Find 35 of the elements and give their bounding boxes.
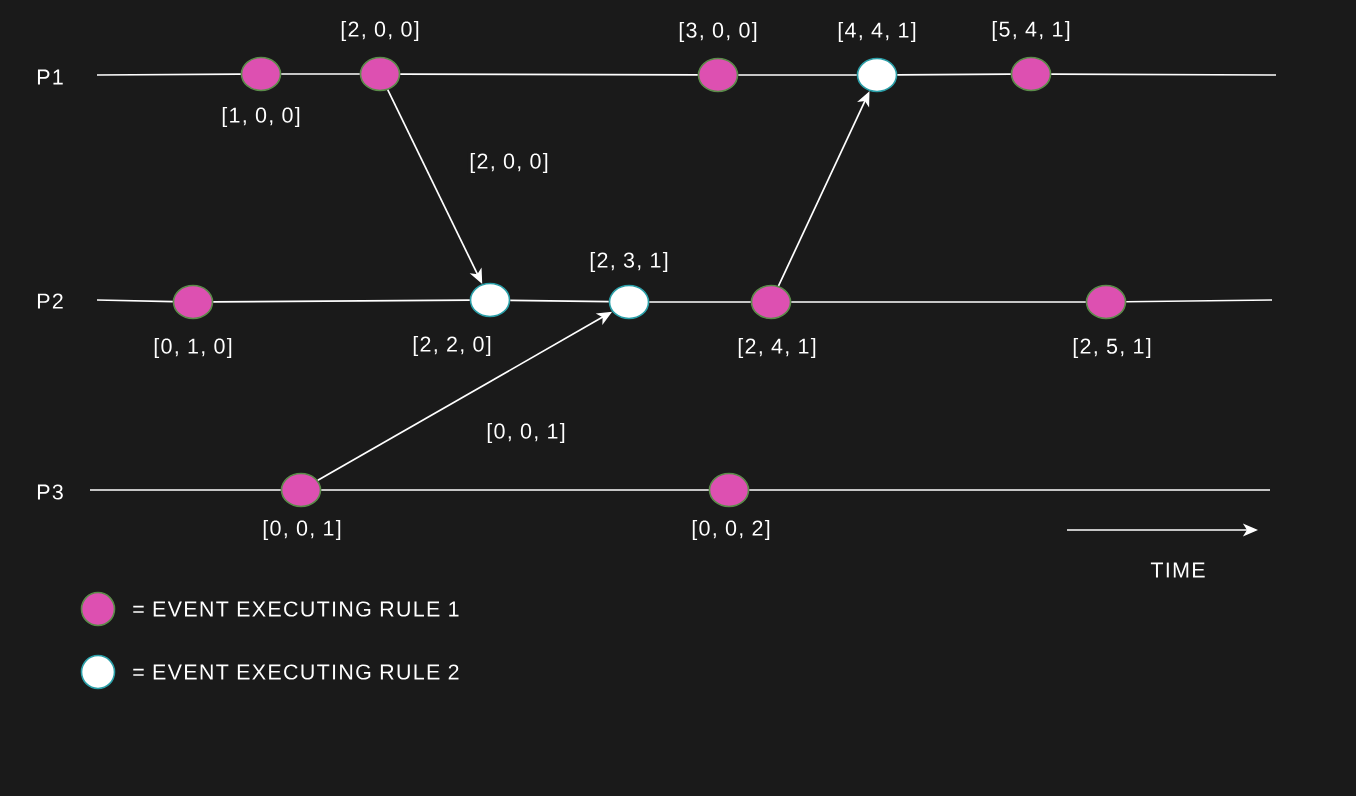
timeline (212, 299, 471, 303)
timestamp-label: [2, 3, 1] (590, 252, 668, 273)
timestamp-label: [0, 0, 2] (692, 520, 770, 541)
timestamp-label: [2, 4, 1] (738, 338, 816, 359)
timeline (280, 73, 361, 75)
edge-label: [0, 0, 1] (484, 421, 568, 446)
timeline (790, 301, 1087, 303)
timeline (509, 299, 610, 303)
timestamp-label: [1, 0, 0] (222, 107, 300, 128)
timeline (1050, 73, 1277, 76)
timeline (399, 73, 699, 76)
legend-text: = EVENT EXECUTING RULE 1 (133, 601, 459, 617)
timeline (896, 73, 1012, 76)
process-label: P1 (37, 69, 63, 85)
process-label: P2 (37, 293, 63, 309)
timestamp-label: [2, 5, 1] (1073, 338, 1151, 359)
timestamp-label: [4, 4, 1] (838, 22, 916, 43)
timeline (737, 74, 858, 76)
timeline (1125, 299, 1273, 303)
edge-label: [2, 0, 0] (467, 151, 551, 175)
timeline (748, 489, 1271, 491)
direction-label: TIME (1150, 562, 1205, 578)
process-label: P3 (37, 484, 63, 500)
timestamp-label: [2, 0, 0] (341, 21, 419, 42)
timeline (320, 489, 710, 491)
timestamp-label: [0, 0, 1] (263, 520, 341, 541)
timestamp-label: [2, 2, 0] (413, 336, 491, 357)
timeline (96, 299, 174, 303)
timestamp-label: [0, 1, 0] (154, 338, 232, 359)
legend-text: = EVENT EXECUTING RULE 2 (133, 664, 459, 680)
timestamp-label: [5, 4, 1] (992, 21, 1070, 42)
timeline (648, 301, 752, 303)
timeline (96, 73, 242, 76)
timestamp-label: [3, 0, 0] (679, 22, 757, 43)
timeline (89, 489, 282, 491)
